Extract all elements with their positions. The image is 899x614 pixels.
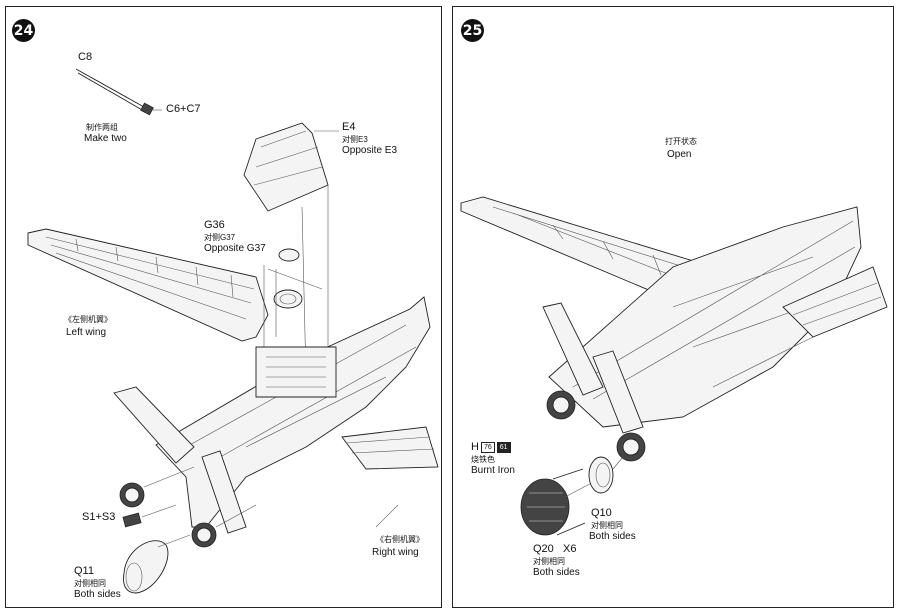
left-wing-cn: 《左侧机翼》 xyxy=(64,315,112,324)
right-wing-cn: 《右侧机翼》 xyxy=(376,535,424,544)
part-label-c6c7: C6+C7 xyxy=(166,103,201,115)
paint-h-label: H xyxy=(471,441,479,453)
paint-code-1: 76 xyxy=(480,441,495,453)
pivot-g36 xyxy=(263,248,323,347)
part-label-q10-cn: 对侧相同 xyxy=(591,521,623,530)
make-two-cn: 制作两组 xyxy=(86,123,118,132)
burnt-iron-label: Burnt Iron xyxy=(471,465,515,476)
probe-c8 xyxy=(75,68,162,116)
open-fuselage-shape xyxy=(542,206,888,462)
fuselage-shape xyxy=(113,296,439,548)
part-label-q11-cn: 对侧相同 xyxy=(74,579,106,588)
step-24-panel: 24 C8 C6+C7 制作两组 Make two E4 对侧E3 Opposi… xyxy=(5,6,442,608)
part-label-e3: Opposite E3 xyxy=(342,145,398,156)
part-label-s1s3: S1+S3 xyxy=(82,511,116,523)
part-s1s3 xyxy=(122,504,177,528)
part-label-q11: Q11 xyxy=(74,565,94,577)
part-label-q20: Q20 xyxy=(533,543,554,555)
step-number-badge: 25 xyxy=(461,19,484,42)
step-25-drawing xyxy=(460,196,888,536)
step-24-drawing xyxy=(27,68,439,594)
open-cn: 打开状态 xyxy=(665,137,697,146)
part-label-q20-note: Both sides xyxy=(533,567,580,578)
part-label-q11-note: Both sides xyxy=(74,589,121,600)
part-label-g37-cn: 对侧G37 xyxy=(204,233,236,242)
flap-e4-shape xyxy=(243,122,339,378)
exhaust-q20 xyxy=(520,468,604,536)
left-wing-label: Left wing xyxy=(66,327,107,338)
burnt-iron-cn: 烧铁色 xyxy=(471,455,495,464)
part-label-q20-cn: 对侧相同 xyxy=(533,557,565,566)
cone-q11 xyxy=(123,534,191,594)
ring-q10 xyxy=(588,456,624,494)
part-label-q10: Q10 xyxy=(591,507,612,519)
step-number-badge: 24 xyxy=(12,19,35,42)
right-wing-leader xyxy=(375,504,399,528)
part-label-c8: C8 xyxy=(78,51,93,63)
part-label-e3-cn: 对侧E3 xyxy=(342,135,368,144)
left-wing-shape xyxy=(27,228,269,342)
make-two-note: Make two xyxy=(84,133,127,144)
paint-code-2: 61 xyxy=(496,441,511,453)
part-label-g36: G36 xyxy=(204,219,225,231)
part-label-x6: X6 xyxy=(563,543,577,555)
right-wing-label: Right wing xyxy=(372,547,419,558)
part-label-g37: Opposite G37 xyxy=(204,243,266,254)
part-label-e4: E4 xyxy=(342,121,356,133)
part-label-q10-note: Both sides xyxy=(589,531,636,542)
open-label: Open xyxy=(667,149,692,160)
